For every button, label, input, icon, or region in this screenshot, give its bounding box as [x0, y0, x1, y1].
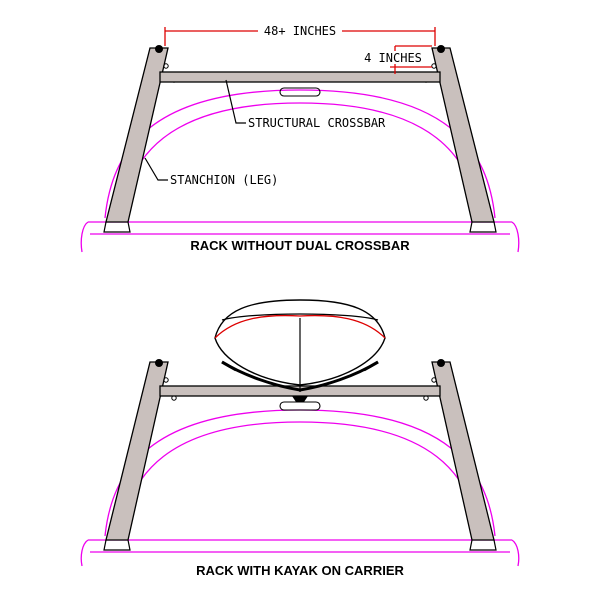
stanchion-right-bottom [423, 359, 497, 551]
stanchion-left-bottom [103, 359, 177, 551]
dimension-width: 48+ INCHES [164, 23, 436, 46]
stanchion-right-top [423, 45, 497, 233]
top-diagram: 48+ INCHES 4 INCHES STRUCTURAL CROSSBAR … [80, 23, 520, 253]
kayak-icon [214, 299, 386, 392]
dimension-width-label: 48+ INCHES [264, 24, 336, 38]
dimension-offset: 4 INCHES [358, 45, 432, 74]
structural-crossbar-top [159, 71, 441, 97]
crossbar-callout: STRUCTURAL CROSSBAR [225, 79, 386, 130]
dimension-offset-label: 4 INCHES [364, 51, 422, 65]
caption-bottom: RACK WITH KAYAK ON CARRIER [196, 563, 404, 578]
stanchion-label: STANCHION (LEG) [170, 173, 278, 187]
kayak-carrier [221, 360, 379, 402]
caption-top: RACK WITHOUT DUAL CROSSBAR [190, 238, 410, 253]
bottom-diagram: RACK WITH KAYAK ON CARRIER [80, 299, 520, 578]
stanchion-callout: STANCHION (LEG) [144, 157, 278, 187]
crossbar-label: STRUCTURAL CROSSBAR [248, 116, 386, 130]
